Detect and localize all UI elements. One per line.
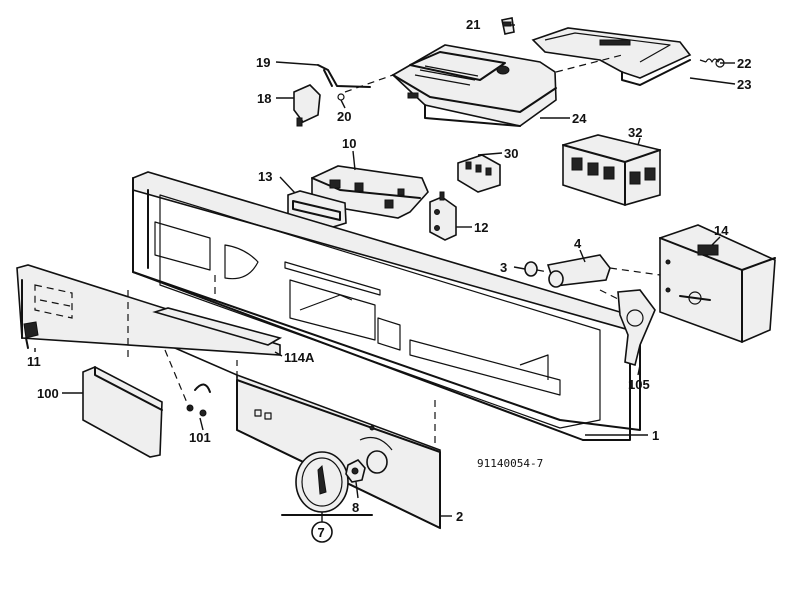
label-13: 13: [258, 169, 272, 184]
part-20-screw: [337, 93, 345, 101]
part-21-clip: [501, 17, 515, 35]
assembly-line: [699, 59, 707, 63]
label-100: 100: [37, 386, 59, 401]
label-12: 12: [474, 220, 488, 235]
label-114a: 114A: [284, 350, 315, 365]
part-19-bracket: [317, 64, 371, 88]
label-7-circled: 7: [311, 521, 333, 543]
assembly-line: [609, 267, 661, 276]
label-14: 14: [714, 223, 729, 238]
part-24-dispenser-housing: [391, 44, 557, 127]
part-12-bracket: [429, 191, 457, 241]
assembly-line: [164, 349, 191, 411]
part-7-knob: [281, 451, 373, 516]
label-20: 20: [337, 109, 351, 124]
part-30-connector: [457, 154, 501, 193]
panel-dial-opening: [359, 437, 393, 474]
label-3: 3: [500, 260, 507, 275]
part-1-control-panel: [132, 171, 641, 441]
label-7: 7: [318, 525, 325, 540]
part-101-latch: [186, 383, 211, 417]
label-32: 32: [628, 125, 642, 140]
part-8-nut: [345, 459, 366, 483]
label-4: 4: [574, 236, 582, 251]
part-100-cover: [82, 366, 163, 458]
part-32-switch-block: [562, 134, 661, 206]
label-1: 1: [652, 428, 659, 443]
label-105: 105: [628, 377, 650, 392]
part-14-programmer: [659, 224, 776, 343]
assembly-line: [536, 269, 549, 273]
label-23: 23: [737, 77, 751, 92]
part-105-lever: [617, 289, 656, 367]
drawing-code: 91140054-7: [477, 457, 543, 470]
assembly-line: [599, 289, 621, 301]
part-18-module: [293, 84, 321, 127]
part-11-door-panel: [16, 264, 281, 356]
label-2: 2: [456, 509, 463, 524]
label-21: 21: [466, 17, 480, 32]
label-101: 101: [189, 430, 211, 445]
label-24: 24: [572, 111, 587, 126]
part-114a-plate: [152, 307, 283, 346]
label-8: 8: [352, 500, 359, 515]
leader-lines: [34, 24, 736, 522]
label-30: 30: [504, 146, 518, 161]
part-4-switch: [546, 254, 611, 288]
part-23-lid: [531, 27, 692, 86]
label-11: 11: [27, 354, 41, 369]
assembly-line: [344, 74, 394, 93]
label-18: 18: [257, 91, 271, 106]
label-22: 22: [737, 56, 751, 71]
label-10: 10: [342, 136, 356, 151]
label-19: 19: [256, 55, 270, 70]
part-3-lamp: [524, 261, 538, 277]
